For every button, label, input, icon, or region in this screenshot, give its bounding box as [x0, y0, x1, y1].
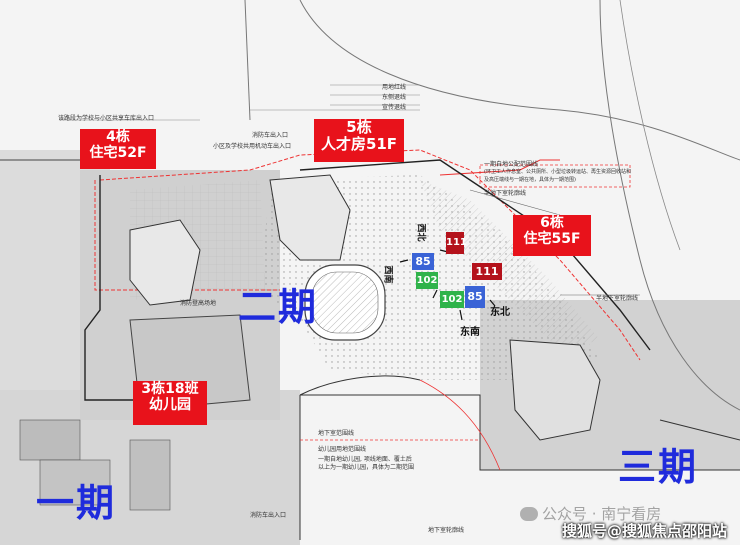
unit-85-a: 85 — [412, 253, 434, 270]
road-red-line-note: 用地红线 — [382, 84, 407, 91]
building-6-floors: 住宅55F — [523, 231, 581, 248]
phase-3-label: 三期 — [618, 445, 699, 489]
wechat-watermark-text: 公众号 · 南宁看房 — [542, 505, 662, 523]
underground-line-note-2: 半地下室轮廓线 — [596, 295, 639, 302]
sohu-watermark: 搜狐号@搜狐焦点邵阳站 — [562, 522, 728, 540]
building-3-label: 3栋18班 幼儿园 — [133, 381, 207, 425]
boundary-note-2: (环卫工人作息室、公共厕所、小型垃圾转运站、再生资源回收站和 — [484, 169, 631, 175]
underground-line-note-3: 地下室轮廓线 — [428, 527, 465, 534]
line-three-note: 宣传退线 — [382, 104, 407, 111]
direction-xibei: 西北 — [415, 223, 426, 242]
boundary-note-3: 及高压端线与一期在地，具体为一期范围) — [484, 177, 576, 183]
kinder-note-1: 一期自地幼儿园, 项线地面、覆土后 — [318, 456, 412, 463]
unit-111-a: 111 — [446, 232, 467, 254]
building-6-label: 6栋 住宅55F — [513, 215, 591, 256]
top-note: 该路段为学校与小区共享车库出入口 — [58, 115, 155, 122]
direction-xinan: 西南 — [382, 265, 393, 284]
building-5-label: 5栋 人才房51F — [314, 118, 404, 162]
underground-line-note: 半地下室轮廓线 — [484, 190, 527, 197]
phase-2-label: 二期 — [238, 285, 319, 329]
direction-dongnan: 东南 — [460, 327, 480, 338]
unit-85-b: 85 — [465, 286, 485, 308]
fire-road-note: 消防登高场地 — [180, 300, 217, 307]
line-two-note: 东侧退线 — [382, 94, 407, 101]
shared-entrance-note: 小区及学校共用机动车出入口 — [213, 143, 292, 150]
boundary-note-1: 一期自地公配范围线 — [484, 161, 539, 168]
building-5-floors: 人才房51F — [320, 135, 398, 154]
building-4-label: 4栋 住宅52F — [80, 129, 156, 169]
direction-dongbei: 东北 — [490, 307, 510, 318]
unit-102-a: 102 — [416, 272, 438, 289]
bottom-entrance-note: 消防车出入口 — [250, 512, 287, 519]
wechat-icon — [520, 507, 538, 521]
unit-111-b: 111 — [472, 263, 502, 280]
fire-entrance-note: 消防车出入口 — [252, 132, 289, 139]
building-5-number: 5栋 — [346, 118, 372, 136]
building-6-number: 6栋 — [540, 215, 564, 231]
kinder-boundary-note: 幼儿园用地范围线 — [318, 446, 367, 453]
wechat-watermark: 公众号 · 南宁看房 — [520, 503, 661, 524]
building-4-number: 4栋 — [106, 129, 130, 145]
building-4-floors: 住宅52F — [89, 145, 147, 162]
building-3-number: 3栋18班 — [141, 381, 199, 397]
building-3-type: 幼儿园 — [149, 397, 191, 414]
unit-102-b: 102 — [440, 291, 464, 308]
underground-scope-note: 地下室范围线 — [318, 430, 355, 437]
phase-1-label: 一期 — [36, 481, 117, 525]
kinder-note-2: 以上为一期幼儿园，具体为二期范围 — [318, 464, 415, 471]
